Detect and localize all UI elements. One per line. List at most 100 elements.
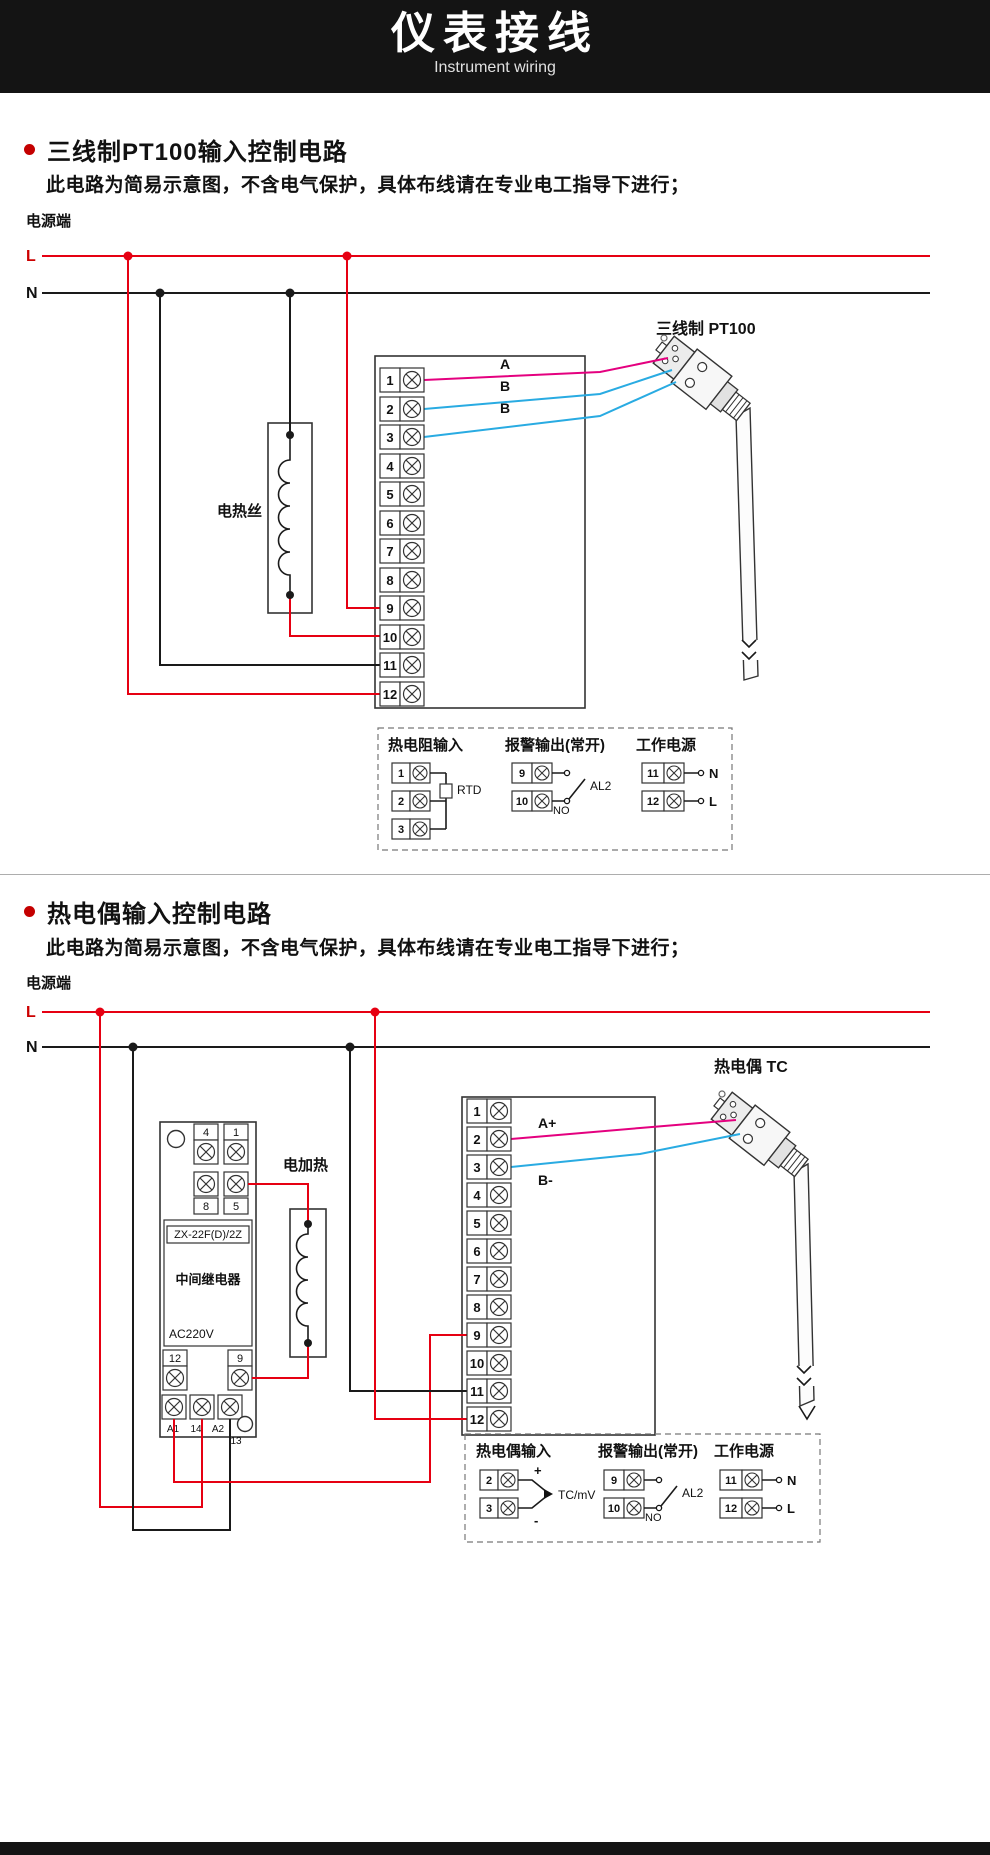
terminal-number: 5 xyxy=(473,1216,480,1231)
sensor-label: 热电偶 TC xyxy=(714,1057,788,1076)
line-l-label: L xyxy=(26,248,36,265)
section-1-note: 此电路为简易示意图，不含电气保护，具体布线请在专业电工指导下进行； xyxy=(46,175,690,196)
legend-rtd-title: 热电阻输入 xyxy=(388,736,463,754)
relay-model: ZX-22F(D)/2Z xyxy=(174,1229,242,1241)
terminal-number: 1 xyxy=(398,768,404,780)
legend-alarm-terminal-10: 10 xyxy=(603,1497,645,1519)
junction-dot xyxy=(345,1042,355,1052)
terminal-row-1: 1 xyxy=(379,367,425,393)
terminal-row-8: 8 xyxy=(466,1294,512,1320)
terminal-number: 12 xyxy=(647,796,659,808)
alarm-no-label: NO xyxy=(553,805,570,817)
contact-dot xyxy=(775,1476,783,1484)
terminal-screw-icon xyxy=(663,762,685,784)
terminal-screw-icon xyxy=(399,681,425,707)
wire-n-to-t11 xyxy=(349,1047,467,1392)
tc-junction-wiring xyxy=(518,1479,549,1509)
junction-dot xyxy=(286,431,294,439)
terminal-screw-icon xyxy=(399,567,425,593)
wire-l-to-relay xyxy=(99,1012,203,1508)
probe-tip-mark xyxy=(798,1405,816,1421)
terminal-screw-icon xyxy=(227,1365,253,1391)
contact-dot xyxy=(697,769,705,777)
terminal-strip: 1 2 3 4 5 6 7 8 9 10 11 12 xyxy=(379,367,425,707)
legend-alarm-terminal-9: 9 xyxy=(511,762,553,784)
contact-dot xyxy=(563,769,571,777)
wire-a-plus xyxy=(510,1119,737,1140)
probe-break-mark xyxy=(796,1377,812,1387)
terminal-screw-icon xyxy=(409,818,431,840)
sensor-label: 三线制 PT100 xyxy=(656,319,756,338)
terminal-screw-icon xyxy=(193,1171,219,1197)
tc-plus-label: + xyxy=(534,1463,542,1478)
terminal-row-12: 12 xyxy=(466,1406,512,1432)
terminal-number: 9 xyxy=(473,1328,480,1343)
legend-power-terminal-12: 12 xyxy=(641,790,685,812)
power-end-label: 电源端 xyxy=(26,212,71,230)
terminal-row-3: 3 xyxy=(379,424,425,450)
terminal-row-2: 2 xyxy=(379,396,425,422)
wire-l-to-t9 xyxy=(346,256,380,609)
terminal-row-9: 9 xyxy=(466,1322,512,1348)
terminal-number: 2 xyxy=(486,1475,492,1487)
contact-dot xyxy=(655,1504,663,1512)
legend-tc-title: 热电偶输入 xyxy=(476,1442,551,1460)
terminal-screw-icon xyxy=(497,1497,519,1519)
terminal-number: 11 xyxy=(383,658,397,673)
terminal-screw-icon xyxy=(663,790,685,812)
terminal-number: 12 xyxy=(725,1503,737,1515)
terminal-row-5: 5 xyxy=(466,1210,512,1236)
legend-power-title: 工作电源 xyxy=(636,736,696,754)
chain-dot-icon xyxy=(660,334,668,342)
legend-rtd-terminal-2: 2 xyxy=(391,790,431,812)
terminal-row-8: 8 xyxy=(379,567,425,593)
sensor-head xyxy=(703,1084,815,1186)
section-2-note: 此电路为简易示意图，不含电气保护，具体布线请在专业电工指导下进行； xyxy=(46,938,690,959)
legend-power-terminal-11: 11 xyxy=(719,1469,763,1491)
legend-power-terminal-12: 12 xyxy=(719,1497,763,1519)
terminal-number: 10 xyxy=(383,630,397,645)
section-1-heading-row: 三线制PT100输入控制电路 xyxy=(24,134,348,166)
terminal-number: 1 xyxy=(386,373,393,388)
terminal-screw-icon xyxy=(623,1469,645,1491)
terminal-screw-icon xyxy=(399,367,425,393)
junction-dot xyxy=(128,1042,138,1052)
tc-junction-tip xyxy=(544,1489,553,1499)
terminal-number: 8 xyxy=(473,1300,480,1315)
terminal-screw-icon xyxy=(399,624,425,650)
terminal-screw-icon xyxy=(486,1182,512,1208)
diagram-thermocouple-circuit: 电源端 L N 热电偶 TC A+ B- 4 1 8 5 ZX-22F(D)/2… xyxy=(26,974,930,1543)
tc-sensor: 热电偶 TC xyxy=(703,1057,816,1421)
terminal-screw-icon xyxy=(217,1394,243,1420)
wire-a xyxy=(423,357,669,381)
relay-terminal-12: 12 xyxy=(169,1353,181,1365)
terminal-number: 9 xyxy=(386,601,393,616)
sensor-head xyxy=(645,328,757,430)
terminal-number: 2 xyxy=(386,402,393,417)
probe-break-mark xyxy=(796,1365,812,1375)
wire-b1 xyxy=(423,369,673,410)
terminal-number: 12 xyxy=(470,1412,484,1427)
terminal-screw-icon xyxy=(409,790,431,812)
terminal-row-1: 1 xyxy=(466,1098,512,1124)
terminal-screw-icon xyxy=(486,1266,512,1292)
terminal-screw-icon xyxy=(497,1469,519,1491)
terminal-row-7: 7 xyxy=(466,1266,512,1292)
terminal-row-5: 5 xyxy=(379,481,425,507)
junction-dot xyxy=(155,288,165,298)
terminal-screw-icon xyxy=(531,790,553,812)
relay-terminal-14: 14 xyxy=(190,1424,202,1435)
page-title: 仪表接线 xyxy=(391,9,599,58)
page-subtitle: Instrument wiring xyxy=(434,59,556,77)
line-l-label: L xyxy=(26,1004,36,1021)
tc-minus-label: - xyxy=(534,1513,538,1528)
diagram-pt100-circuit: 电源端 L N 三线制 PT100 A B B 电热丝 1 xyxy=(26,212,930,851)
mounting-hole-icon xyxy=(166,1129,186,1149)
terminal-number: 5 xyxy=(386,487,393,502)
terminal-screw-icon xyxy=(193,1139,219,1165)
wire-b-minus xyxy=(510,1133,741,1168)
switch-blade xyxy=(568,778,586,800)
power-wiring xyxy=(684,772,698,802)
legend-rtd-terminal-1: 1 xyxy=(391,762,431,784)
